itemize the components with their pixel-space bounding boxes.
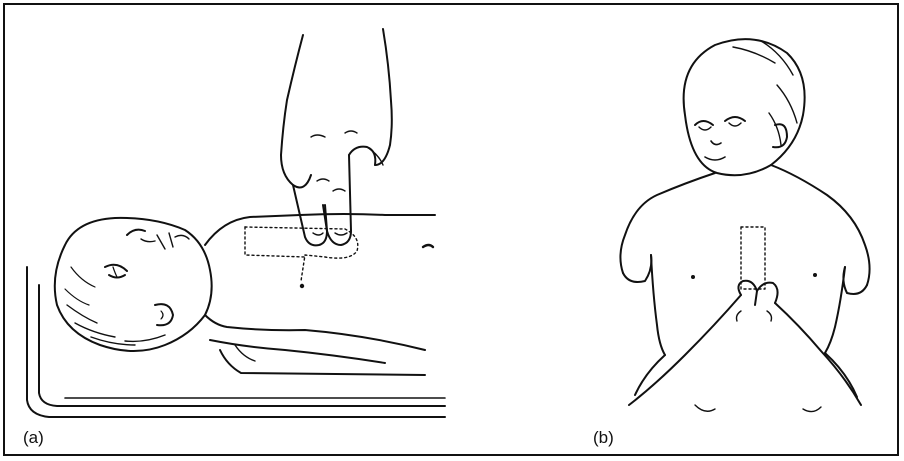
panel-b-illustration — [565, 5, 901, 458]
table-surface — [27, 267, 445, 417]
panel-b-label: (b) — [593, 428, 614, 448]
compressing-hand — [281, 29, 392, 245]
infant-head — [55, 218, 212, 351]
infant-body — [205, 214, 435, 375]
infant-torso-b — [620, 165, 869, 355]
panel-a-illustration — [5, 5, 565, 458]
figure-frame: (a) — [3, 3, 899, 456]
panel-a: (a) — [5, 5, 565, 454]
panel-a-label: (a) — [23, 428, 44, 448]
compression-site-marker-b — [741, 227, 765, 289]
encircling-hands — [629, 281, 861, 412]
landmark-dot — [300, 284, 304, 288]
panel-b: (b) — [565, 5, 901, 454]
infant-head-b — [684, 39, 805, 175]
